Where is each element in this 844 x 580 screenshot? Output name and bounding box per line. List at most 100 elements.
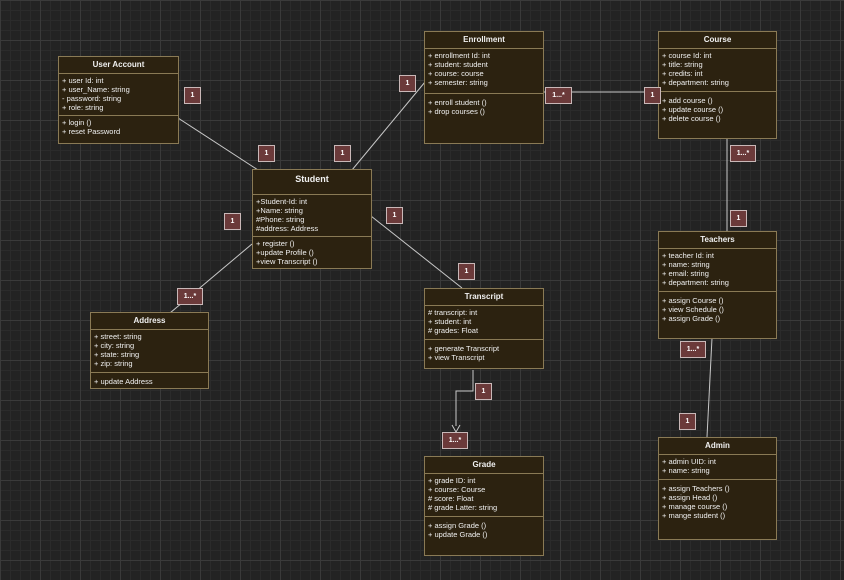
attribute: + name: string	[662, 466, 710, 475]
methods-section: + assign Course () + view Schedule () + …	[659, 292, 776, 326]
multiplicity-label[interactable]: 1	[679, 413, 696, 430]
attribute: + grade ID: int	[428, 476, 476, 485]
connector-teachers-admin[interactable]	[706, 337, 713, 438]
methods-section: + generate Transcript + view Transcript	[425, 340, 543, 365]
attribute: # transcript: int	[428, 308, 478, 317]
multiplicity-label[interactable]: 1...*	[545, 87, 572, 104]
method: + update Grade ()	[428, 530, 488, 539]
class-user-account[interactable]: User Account + user Id: int + user_Name:…	[58, 56, 179, 144]
attribute: + department: string	[662, 278, 729, 287]
method: + enroll student ()	[428, 98, 487, 107]
attribute: #Phone: string	[256, 215, 305, 224]
attribute: + course Id: int	[662, 51, 712, 60]
attribute: + user Id: int	[62, 76, 104, 85]
attribute: # score: Float	[428, 494, 474, 503]
attributes-section: # transcript: int + student: int # grade…	[425, 306, 543, 340]
attributes-section: + enrollment Id: int + student: student …	[425, 49, 543, 94]
method: + update Address	[94, 377, 153, 386]
method: + update course ()	[662, 105, 724, 114]
class-title: Course	[659, 32, 776, 49]
multiplicity-label[interactable]: 1	[224, 213, 241, 230]
attributes-section: + user Id: int + user_Name: string - pas…	[59, 74, 178, 116]
class-title: Teachers	[659, 232, 776, 249]
class-title: Address	[91, 313, 208, 330]
attribute: + teacher Id: int	[662, 251, 714, 260]
method: + view Transcript	[428, 353, 485, 362]
attributes-section: + admin UID: int + name: string	[659, 455, 776, 480]
class-title: Enrollment	[425, 32, 543, 49]
class-teachers[interactable]: Teachers + teacher Id: int + name: strin…	[658, 231, 777, 339]
attribute: + name: string	[662, 260, 710, 269]
multiplicity-label[interactable]: 1	[334, 145, 351, 162]
methods-section: + assign Grade () + update Grade ()	[425, 517, 543, 542]
methods-section: + assign Teachers () + assign Head () + …	[659, 480, 776, 523]
class-grade[interactable]: Grade + grade ID: int + course: Course #…	[424, 456, 544, 556]
class-course[interactable]: Course + course Id: int + title: string …	[658, 31, 777, 139]
method: + manage course ()	[662, 502, 728, 511]
multiplicity-label[interactable]: 1	[386, 207, 403, 224]
connector-useraccount-student[interactable]	[177, 117, 259, 171]
attribute: + title: string	[662, 60, 703, 69]
multiplicity-label[interactable]: 1	[184, 87, 201, 104]
attributes-section: + teacher Id: int + name: string + email…	[659, 249, 776, 292]
attribute: +Name: string	[256, 206, 303, 215]
connector-student-transcript[interactable]	[370, 215, 463, 289]
method: + generate Transcript	[428, 344, 500, 353]
methods-section: + login () + reset Password	[59, 116, 178, 139]
attribute: # grades: Float	[428, 326, 479, 335]
multiplicity-label[interactable]: 1...*	[177, 288, 203, 305]
attributes-section: +Student-Id: int +Name: string #Phone: s…	[253, 195, 371, 237]
class-admin[interactable]: Admin + admin UID: int + name: string + …	[658, 437, 777, 540]
multiplicity-label[interactable]: 1...*	[730, 145, 756, 162]
class-transcript[interactable]: Transcript # transcript: int + student: …	[424, 288, 544, 369]
multiplicity-label[interactable]: 1...*	[680, 341, 706, 358]
multiplicity-label[interactable]: 1	[475, 383, 492, 400]
methods-section: + update Address	[91, 373, 208, 389]
attribute: + state: string	[94, 350, 140, 359]
attribute: + zip: string	[94, 359, 133, 368]
attribute: + credits: int	[662, 69, 703, 78]
methods-section: + add course () + update course () + del…	[659, 92, 776, 126]
multiplicity-label[interactable]: 1...*	[442, 432, 468, 449]
connector-transcript-grade[interactable]	[455, 370, 474, 426]
multiplicity-label[interactable]: 1	[258, 145, 275, 162]
attributes-section: + street: string + city: string + state:…	[91, 330, 208, 373]
attribute: + department: string	[662, 78, 729, 87]
attribute: + street: string	[94, 332, 142, 341]
method: + login ()	[62, 118, 92, 127]
attribute: #address: Address	[256, 224, 319, 233]
method: + assign Grade ()	[662, 314, 721, 323]
attribute: + enrollment Id: int	[428, 51, 490, 60]
arrowhead-icon	[451, 424, 461, 434]
connector-student-enrollment[interactable]	[351, 81, 426, 171]
attribute: - password: string	[62, 94, 122, 103]
attribute: + user_Name: string	[62, 85, 130, 94]
attribute: + email: string	[662, 269, 709, 278]
multiplicity-label[interactable]: 1	[730, 210, 747, 227]
method: + assign Head ()	[662, 493, 718, 502]
multiplicity-label[interactable]: 1	[399, 75, 416, 92]
multiplicity-label[interactable]: 1	[644, 87, 661, 104]
class-title: Student	[253, 170, 371, 195]
attribute: + semester: string	[428, 78, 488, 87]
class-enrollment[interactable]: Enrollment + enrollment Id: int + studen…	[424, 31, 544, 144]
methods-section: + enroll student () + drop courses ()	[425, 94, 543, 119]
attributes-section: + course Id: int + title: string + credi…	[659, 49, 776, 92]
class-student[interactable]: Student +Student-Id: int +Name: string #…	[252, 169, 372, 269]
attribute: + student: int	[428, 317, 472, 326]
method: + view Schedule ()	[662, 305, 724, 314]
multiplicity-label[interactable]: 1	[458, 263, 475, 280]
method: +view Transcript ()	[256, 257, 318, 266]
attribute: + role: string	[62, 103, 104, 112]
method: + mange student ()	[662, 511, 726, 520]
method: + delete course ()	[662, 114, 721, 123]
attribute: # grade Latter: string	[428, 503, 498, 512]
method: + add course ()	[662, 96, 713, 105]
class-title: Grade	[425, 457, 543, 474]
attributes-section: + grade ID: int + course: Course # score…	[425, 474, 543, 517]
method: + drop courses ()	[428, 107, 485, 116]
attribute: + admin UID: int	[662, 457, 716, 466]
class-address[interactable]: Address + street: string + city: string …	[90, 312, 209, 389]
method: + assign Course ()	[662, 296, 724, 305]
attribute: + city: string	[94, 341, 135, 350]
